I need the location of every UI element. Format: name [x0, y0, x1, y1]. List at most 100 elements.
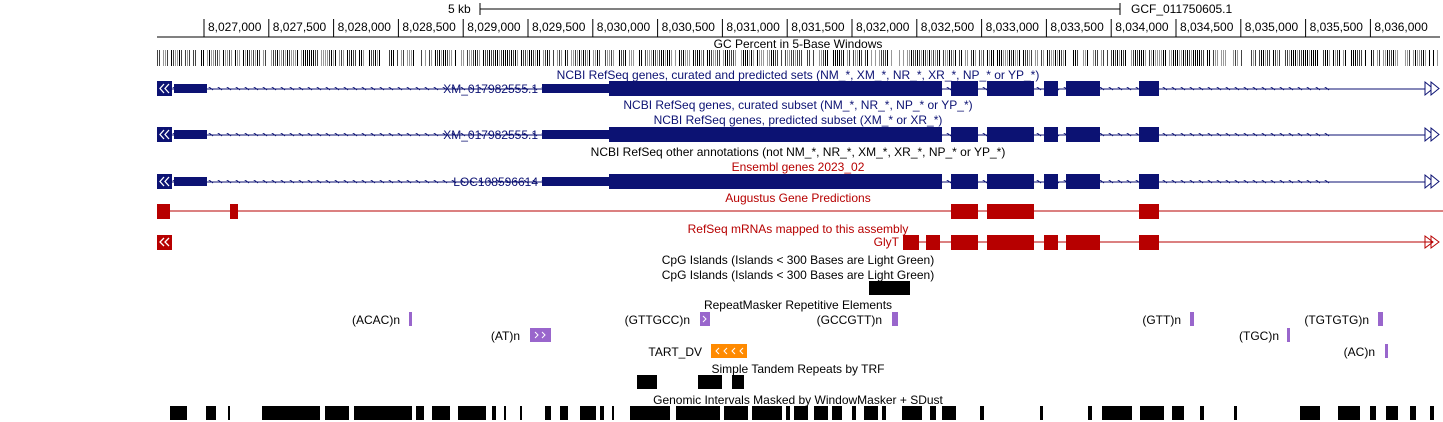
masked-interval[interactable]	[228, 406, 230, 420]
masked-interval[interactable]	[545, 406, 551, 420]
masked-interval[interactable]	[930, 406, 936, 420]
masked-interval[interactable]	[676, 406, 720, 420]
refseq-mrna-gene[interactable]	[157, 235, 1440, 250]
gc-bar	[537, 50, 538, 66]
masked-interval[interactable]	[170, 406, 187, 420]
masked-interval[interactable]	[580, 406, 596, 420]
masked-interval[interactable]	[458, 406, 486, 420]
gc-bar	[1303, 50, 1304, 66]
gc-bar	[1209, 50, 1210, 66]
masked-interval[interactable]	[206, 406, 216, 420]
augustus-track[interactable]: Augustus Gene Predictions	[157, 191, 1443, 219]
masked-interval[interactable]	[1234, 406, 1237, 420]
gc-bar	[1275, 50, 1276, 66]
masked-interval[interactable]	[504, 406, 506, 420]
cpg-track-1[interactable]: CpG Islands (Islands < 300 Bases are Lig…	[662, 253, 934, 267]
gc-bar	[493, 50, 494, 66]
masked-interval[interactable]	[724, 406, 748, 420]
masked-interval[interactable]	[520, 406, 522, 420]
repeat-tgtgtg[interactable]	[1378, 312, 1383, 326]
masked-interval[interactable]	[492, 406, 496, 420]
masked-interval[interactable]	[1172, 406, 1184, 420]
utr-block	[174, 84, 207, 93]
masked-interval[interactable]	[980, 406, 984, 420]
refseq-all-gene[interactable]: XM_017982555.1	[157, 80, 1440, 97]
masked-interval[interactable]	[864, 406, 878, 420]
gc-bar	[1169, 50, 1170, 66]
masked-interval[interactable]	[1088, 406, 1092, 420]
gc-bar	[661, 50, 662, 66]
masked-interval[interactable]	[1140, 406, 1164, 420]
windowmasker-track[interactable]: Genomic Intervals Masked by WindowMasker…	[170, 393, 1434, 420]
masked-interval[interactable]	[600, 406, 604, 420]
gc-bar	[1085, 50, 1086, 66]
masked-interval[interactable]	[354, 406, 412, 420]
masked-interval[interactable]	[1386, 406, 1398, 420]
refseq-other-track[interactable]: NCBI RefSeq other annotations (not NM_*,…	[591, 145, 1006, 159]
repeat-ac[interactable]	[1385, 344, 1388, 358]
masked-interval[interactable]	[752, 406, 782, 420]
ensembl-track[interactable]: Ensembl genes 2023_02 LOC108596614	[157, 160, 1440, 190]
gc-bar	[717, 50, 718, 66]
masked-interval[interactable]	[1040, 406, 1043, 420]
gc-bar	[1177, 50, 1178, 66]
gc-bar	[499, 50, 500, 66]
gc-bar	[1073, 50, 1074, 66]
masked-interval[interactable]	[902, 406, 922, 420]
repeat-tgc[interactable]	[1287, 328, 1290, 342]
gc-bar	[501, 50, 502, 66]
masked-interval[interactable]	[432, 406, 450, 420]
masked-interval[interactable]	[786, 406, 790, 420]
gc-percent-track[interactable]: GC Percent in 5-Base Windows	[157, 37, 1438, 66]
masked-interval[interactable]	[794, 406, 808, 420]
masked-interval[interactable]	[832, 406, 842, 420]
cpg-island[interactable]	[869, 281, 910, 295]
masked-interval[interactable]	[1102, 406, 1132, 420]
augustus-gene[interactable]	[157, 204, 1443, 219]
refseq-all-track[interactable]: NCBI RefSeq genes, curated and predicted…	[157, 68, 1440, 97]
utr-block	[542, 130, 609, 139]
gc-bar	[861, 50, 862, 66]
masked-interval[interactable]	[814, 406, 828, 420]
gc-bar	[435, 50, 436, 66]
masked-interval[interactable]	[325, 406, 349, 420]
masked-interval[interactable]	[612, 406, 614, 420]
masked-interval[interactable]	[852, 406, 856, 420]
repeat-acac[interactable]	[409, 312, 412, 326]
refseq-curated-track[interactable]: NCBI RefSeq genes, curated subset (NM_*,…	[623, 98, 972, 112]
refseq-predicted-gene[interactable]: XM_017982555.1	[157, 126, 1440, 143]
masked-interval[interactable]	[1300, 406, 1320, 420]
cpg-track-2[interactable]: CpG Islands (Islands < 300 Bases are Lig…	[662, 268, 934, 295]
repeat-gttgcc[interactable]	[700, 312, 710, 326]
repeat-tart-dv[interactable]	[711, 344, 747, 358]
masked-interval[interactable]	[1410, 406, 1416, 420]
repeatmasker-track[interactable]: RepeatMasker Repetitive Elements (ACAC)n…	[352, 298, 1388, 359]
gc-bar	[1137, 50, 1138, 66]
masked-interval[interactable]	[1338, 406, 1360, 420]
masked-interval[interactable]	[416, 406, 424, 420]
refseq-mrna-track[interactable]: RefSeq mRNAs mapped to this assembly Gly…	[157, 222, 1440, 250]
ensembl-gene[interactable]: LOC108596614	[157, 173, 1440, 190]
masked-interval[interactable]	[1200, 406, 1204, 420]
masked-interval[interactable]	[1430, 406, 1434, 420]
repeat-at[interactable]	[530, 328, 551, 342]
masked-interval[interactable]	[262, 406, 320, 420]
trf-repeat[interactable]	[732, 375, 744, 389]
trf-track[interactable]: Simple Tandem Repeats by TRF	[637, 362, 884, 389]
ruler-tick-label: 8,029,000	[467, 20, 521, 34]
refseq-predicted-track[interactable]: NCBI RefSeq genes, predicted subset (XM_…	[157, 113, 1440, 143]
repeat-gccgtt[interactable]	[892, 312, 898, 326]
gc-bar	[715, 50, 716, 66]
trf-repeat[interactable]	[698, 375, 722, 389]
masked-interval[interactable]	[1370, 406, 1376, 420]
masked-interval[interactable]	[882, 406, 886, 420]
masked-interval[interactable]	[630, 406, 670, 420]
trf-repeat[interactable]	[637, 375, 657, 389]
repeat-gtt[interactable]	[1190, 312, 1194, 326]
masked-interval[interactable]	[560, 406, 568, 420]
masked-interval[interactable]	[942, 406, 956, 420]
gc-bar	[879, 50, 880, 66]
gc-bar	[843, 50, 844, 66]
